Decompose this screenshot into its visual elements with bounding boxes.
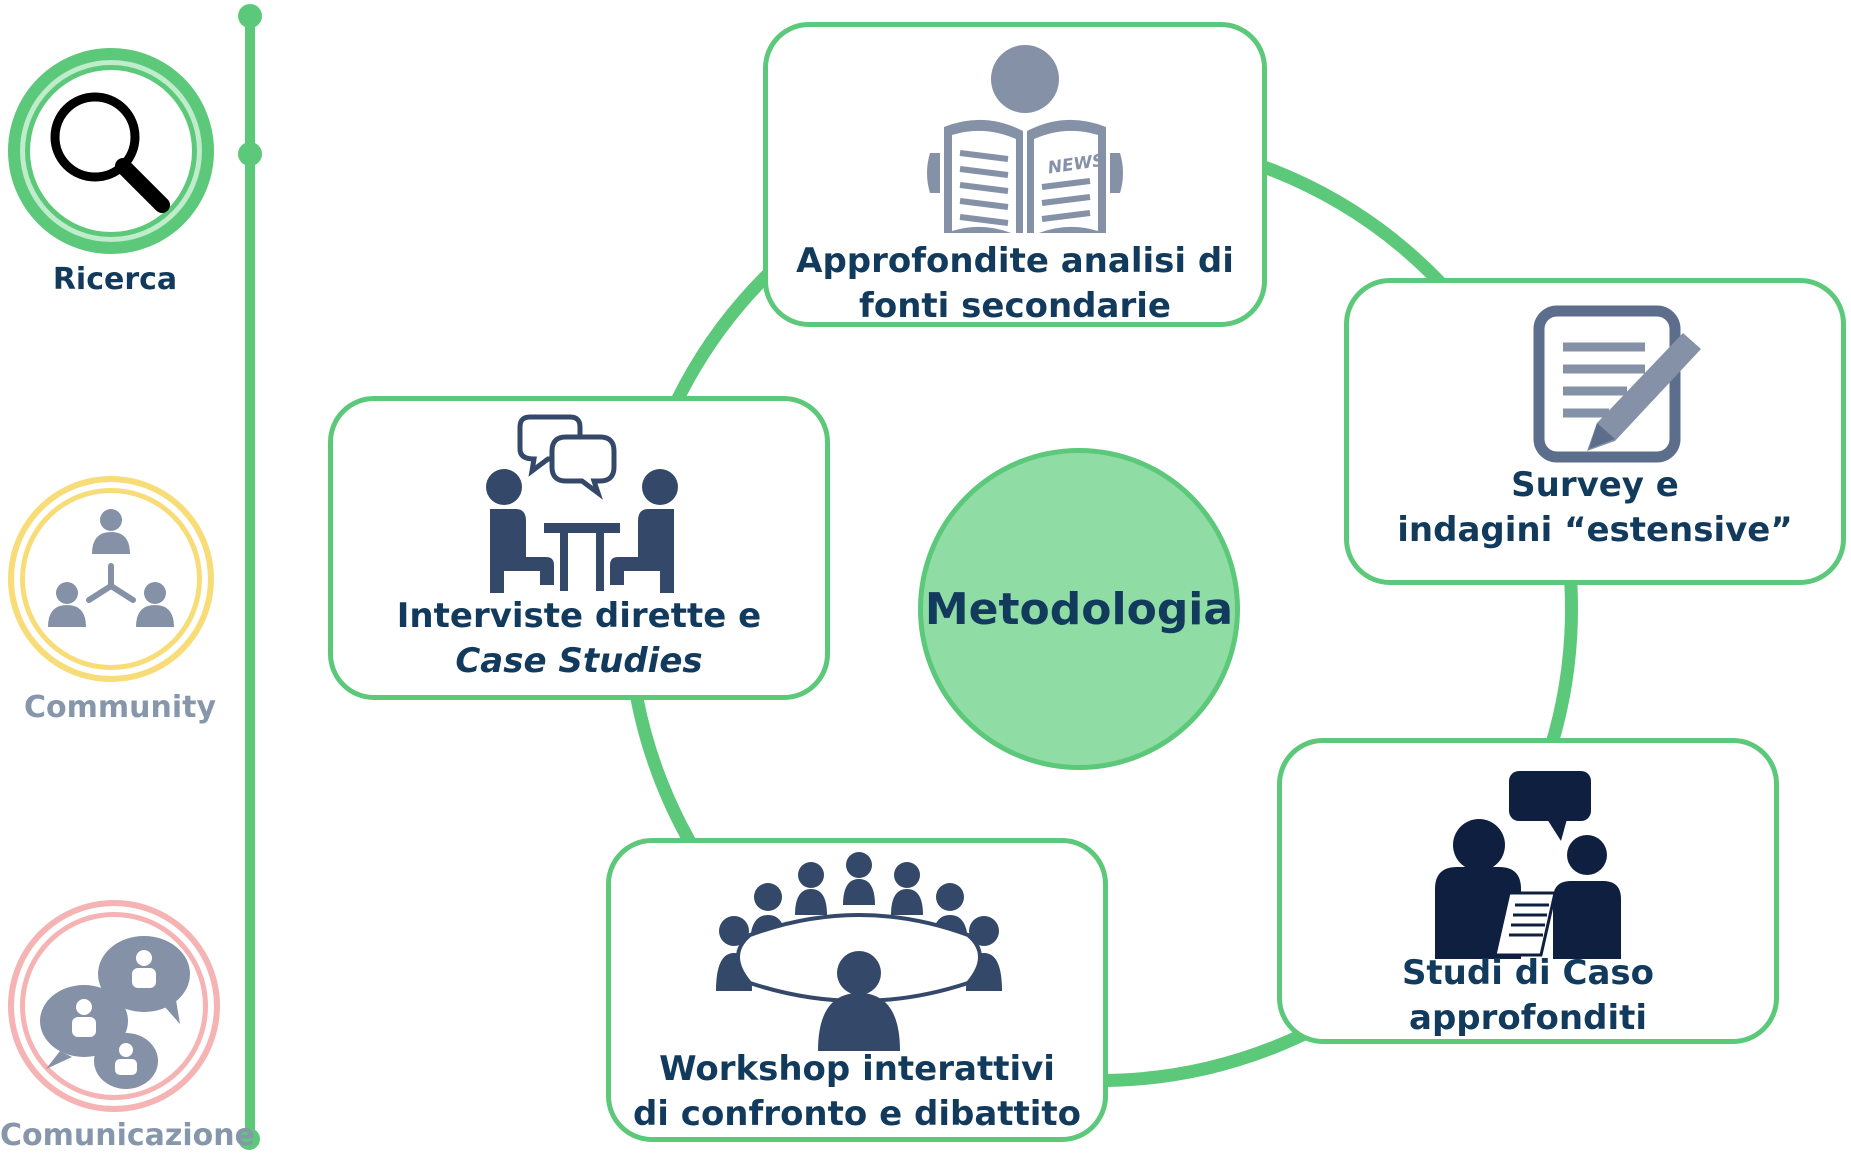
method-workshop-line2: di confronto e dibattito — [632, 1094, 1082, 1134]
method-case-studies-line2: approfonditi — [1409, 998, 1647, 1038]
timeline-dot-top — [238, 4, 262, 28]
method-card-case-studies[interactable]: Studi di Caso approfonditi — [1277, 738, 1779, 1044]
methodology-center: Metodologia — [918, 448, 1240, 770]
method-card-secondary-sources[interactable]: NEWS Approfondite analisi di fonti secon… — [763, 22, 1267, 327]
chat-people-icon — [40, 936, 190, 1089]
phase-label-community: Community — [23, 690, 217, 725]
phase-ricerca[interactable] — [8, 48, 214, 254]
case-study-icon — [1435, 771, 1621, 959]
timeline-dot-ricerca — [238, 142, 262, 166]
network-people-icon — [48, 509, 174, 627]
center-label: Metodologia — [924, 583, 1234, 635]
method-secondary-sources-line1: Approfondite analisi di — [796, 241, 1234, 281]
workshop-table-icon — [716, 852, 1002, 1051]
phase-label-comunicazione: Comunicazione — [0, 1118, 255, 1153]
method-interviews-line2: Case Studies — [455, 641, 703, 681]
method-secondary-sources-line2: fonti secondarie — [859, 286, 1171, 326]
method-survey-line2: indagini “estensive” — [1397, 510, 1793, 550]
method-card-survey[interactable]: Survey e indagini “estensive” — [1344, 278, 1846, 585]
method-survey-line1: Survey e — [1511, 465, 1679, 505]
magnifier-icon — [50, 92, 170, 213]
method-interviews-line1: Interviste dirette e — [396, 596, 762, 636]
phase-community[interactable] — [8, 476, 214, 682]
phase-label-ricerca: Ricerca — [52, 262, 178, 297]
method-workshop-line1: Workshop interattivi — [659, 1049, 1055, 1089]
interview-icon — [486, 414, 678, 593]
timeline-dot-bottom — [238, 1128, 260, 1150]
survey-form-icon — [1533, 305, 1701, 463]
method-card-workshop[interactable]: Workshop interattivi di confronto e diba… — [606, 838, 1108, 1142]
timeline-line — [245, 16, 255, 1141]
method-case-studies-line1: Studi di Caso — [1401, 953, 1655, 993]
newspaper-icon: NEWS — [927, 45, 1123, 233]
phase-comunicazione[interactable] — [8, 900, 220, 1112]
method-card-interviews[interactable]: Interviste dirette e Case Studies — [328, 396, 830, 700]
